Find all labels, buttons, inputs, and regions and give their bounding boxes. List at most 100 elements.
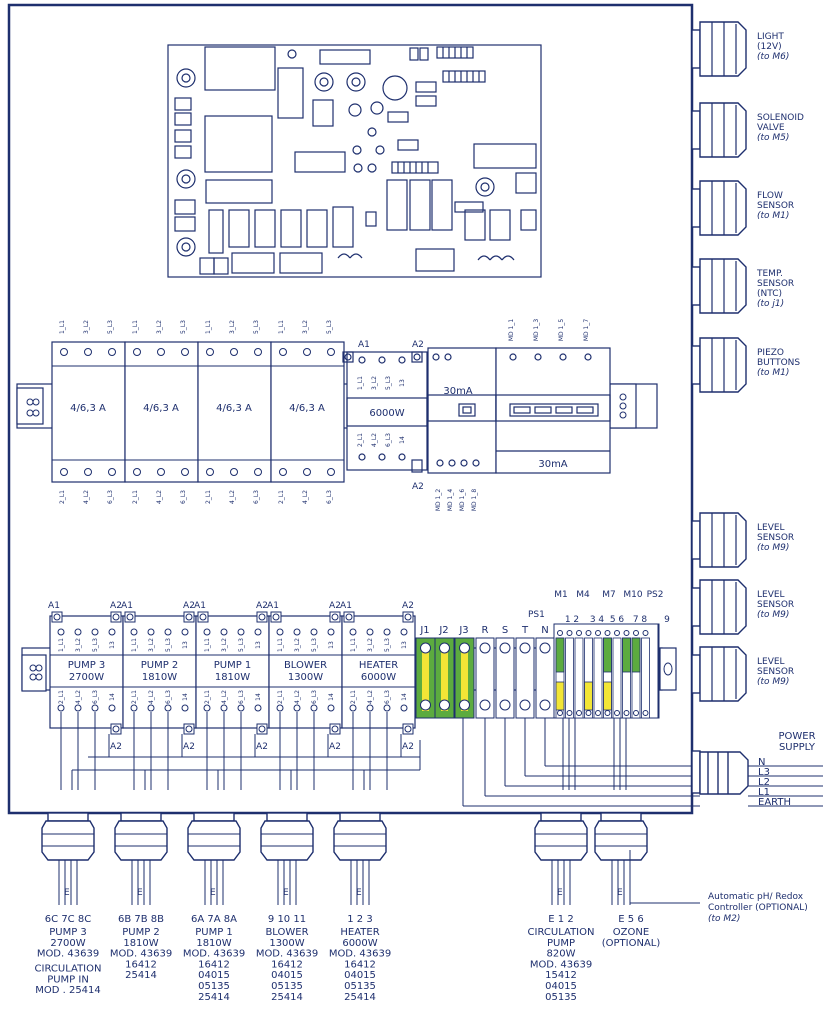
terminal-label: 5_L3 xyxy=(253,320,260,334)
terminal-label: 14 xyxy=(255,693,262,701)
screw-terminal xyxy=(276,628,284,636)
terminal-label: 13 xyxy=(399,379,406,387)
gland-body xyxy=(699,102,747,158)
contactor-name: PUMP 3 xyxy=(68,660,106,671)
contactor-power: 2700W xyxy=(69,672,104,683)
contactor-power: 1300W xyxy=(288,672,323,683)
gland-nut xyxy=(691,110,701,150)
terminal-j-label: J2 xyxy=(438,625,448,636)
terminal-label: MD 1_7 xyxy=(583,319,590,342)
screw-terminal xyxy=(157,348,165,356)
terminal-label: 3_L2 xyxy=(302,320,309,334)
terminal-label: MD 1_6 xyxy=(459,489,466,512)
screw-terminal xyxy=(254,348,262,356)
screw-terminal xyxy=(459,699,470,711)
screw-terminal xyxy=(557,710,563,716)
terminal-j-label: J1 xyxy=(419,625,429,636)
terminal-label: 3_L2 xyxy=(367,638,374,652)
screw-terminal xyxy=(57,628,65,636)
screw-terminal xyxy=(157,468,165,476)
caption-line: CIRCULATION xyxy=(528,927,595,938)
terminal-label: 4_L2 xyxy=(83,490,90,504)
breaker-rating: 4/6,3 A xyxy=(70,403,106,414)
terminal-label: 6_L3 xyxy=(107,490,114,504)
supply-line-label: L1 xyxy=(758,787,770,798)
screw-terminal xyxy=(254,628,262,636)
screw-terminal xyxy=(400,628,408,636)
m-terminal xyxy=(565,637,574,719)
rail-hole xyxy=(663,662,673,676)
screw-terminal xyxy=(420,642,431,654)
terminal-label: 4_L2 xyxy=(148,690,155,704)
gland-body xyxy=(260,820,314,861)
screw-terminal xyxy=(108,704,116,712)
terminal-label: 1_L1 xyxy=(277,638,284,652)
screw-terminal xyxy=(366,628,374,636)
terminal-label: 4_L2 xyxy=(371,433,378,447)
caption-line: 05135 xyxy=(271,981,303,992)
caption-line: OZONE xyxy=(613,927,649,938)
m-label: M4 xyxy=(576,590,590,600)
terminal-label: 6_L3 xyxy=(92,690,99,704)
wire-numbers: 1 2 3 xyxy=(347,914,372,925)
terminal-label: 1_L1 xyxy=(278,320,285,334)
rcd-label-2: 30mA xyxy=(538,459,567,470)
screw-terminal xyxy=(310,628,318,636)
main-contactor xyxy=(342,351,428,473)
m-terminal-fill xyxy=(603,681,612,711)
ph-controller-line xyxy=(629,850,700,904)
rail-hole xyxy=(619,393,627,401)
m-number: 3 4 xyxy=(590,615,605,625)
terminal-label: 5_L3 xyxy=(326,320,333,334)
coil-terminal xyxy=(270,611,282,623)
gland-nut xyxy=(600,812,642,822)
screw-terminal xyxy=(642,630,649,636)
screw-terminal xyxy=(585,630,592,636)
caption-line: MOD. 43639 xyxy=(110,949,172,960)
terminal-label: 3_L2 xyxy=(229,320,236,334)
terminal-label: 1_L1 xyxy=(204,638,211,652)
terminal-label: 2_L1 xyxy=(357,433,364,447)
caption-line: 25414 xyxy=(344,992,376,1003)
screw-terminal xyxy=(112,725,120,733)
terminal-label: 2_L1 xyxy=(204,690,211,704)
terminal-label: 5_L3 xyxy=(92,638,99,652)
main-contactor-rating: 6000W xyxy=(369,408,404,419)
terminal-label: 6_L3 xyxy=(384,690,391,704)
gland-nut xyxy=(691,654,701,694)
terminal-j-label: J3 xyxy=(458,625,468,636)
wire-numbers: 6B 7B 8B xyxy=(118,914,164,925)
screw-terminal xyxy=(147,628,155,636)
terminal-label: 6_L3 xyxy=(165,690,172,704)
screw-terminal xyxy=(84,468,92,476)
gland-body xyxy=(699,21,747,77)
right-label-line: LEVEL xyxy=(757,657,785,667)
caption-line: 04015 xyxy=(198,970,230,981)
right-label-line: FLOW xyxy=(757,191,783,201)
terminal-label: 13 xyxy=(401,641,408,649)
caption-line: 2700W xyxy=(50,938,85,949)
power-supply-title: SUPPLY xyxy=(779,742,816,753)
screw-terminal xyxy=(420,699,431,711)
terminal-label: 4_L2 xyxy=(367,690,374,704)
caption-line: CIRCULATION xyxy=(35,964,102,975)
terminal-label: 14 xyxy=(401,693,408,701)
right-label-line: LEVEL xyxy=(757,523,785,533)
screw-terminal xyxy=(293,704,301,712)
screw-terminal xyxy=(112,613,120,621)
terminal-label: 2_L1 xyxy=(277,690,284,704)
coil-terminal xyxy=(329,723,341,735)
breaker-body xyxy=(270,341,345,483)
screw-terminal xyxy=(499,642,511,654)
caption-line: MOD. 43639 xyxy=(329,949,391,960)
caption-line: PUMP 2 xyxy=(122,927,160,938)
gland-nut xyxy=(691,520,701,560)
m-terminal-fill xyxy=(631,637,641,673)
screw-terminal xyxy=(404,725,412,733)
wire-numbers: 6A 7A 8A xyxy=(191,914,237,925)
screw-terminal xyxy=(206,348,214,356)
